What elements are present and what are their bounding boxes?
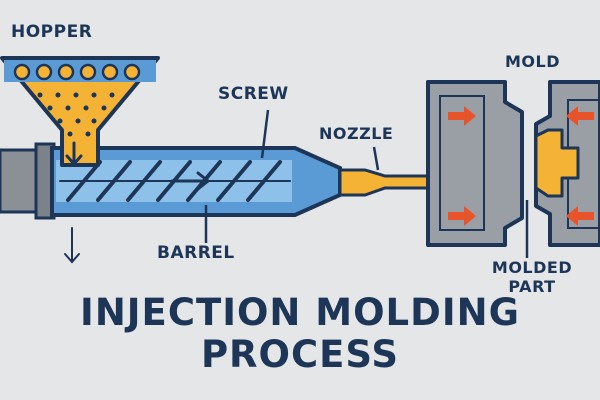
mold-left-half xyxy=(426,80,524,247)
down-arrow-icon xyxy=(64,227,80,264)
hopper xyxy=(0,56,160,167)
right-arrow-icon xyxy=(170,171,211,191)
mold-left-inner xyxy=(439,95,485,231)
molded-part-label-line1: MOLDED xyxy=(491,258,573,277)
molded-part-label: MOLDED PART xyxy=(470,258,594,296)
molded-part xyxy=(534,128,580,198)
plastic-pellets xyxy=(13,63,141,81)
nozzle xyxy=(338,168,442,197)
molded-part-label-line2: PART xyxy=(508,277,556,296)
pellet-dots xyxy=(37,92,115,137)
leader-lines xyxy=(204,109,529,258)
hopper-label: HOPPER xyxy=(11,22,93,42)
page-title: INJECTION MOLDING PROCESS xyxy=(0,292,600,376)
mold-label: MOLD xyxy=(505,52,560,71)
force-arrow-icon xyxy=(448,106,594,226)
title-line2: PROCESS xyxy=(200,333,400,376)
nozzle-label: NOZZLE xyxy=(319,124,394,143)
screw-label: SCREW xyxy=(218,84,289,104)
barrel-label: BARREL xyxy=(157,243,235,263)
title-line1: INJECTION MOLDING xyxy=(80,291,520,334)
drive-unit xyxy=(0,148,40,214)
down-arrow-icon xyxy=(65,141,83,167)
